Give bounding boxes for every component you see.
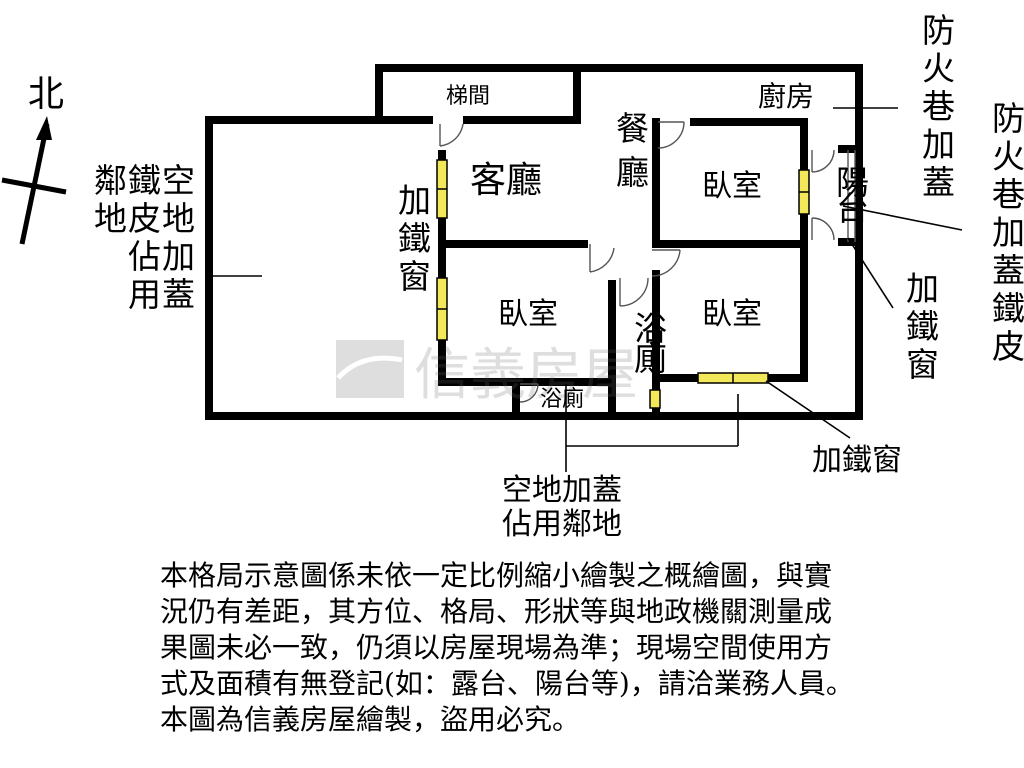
room-living: 客廳 xyxy=(470,160,542,201)
watermark: 信義房屋 xyxy=(336,340,638,408)
north-arrow-icon xyxy=(36,116,52,140)
room-bedroom-w: 臥室 xyxy=(498,297,558,332)
room-labels: 梯間 客廳 臥室 臥室 臥室 浴廁 廚房 xyxy=(446,80,814,412)
disclaimer-line: 果圖未必一致，仍須以房屋現場為準；現場空間使用方 xyxy=(160,631,833,664)
vertical-labels: 餐廳 陽台 浴廁 空地加蓋鐵皮佔用鄰地 加鐵窗 防火巷加蓋 防火巷加蓋鐵皮 加鐵… xyxy=(94,11,1024,384)
annotation-vacant-land-south-1: 空地加蓋 xyxy=(502,473,622,508)
floor-plan: 北 xyxy=(1,11,1024,542)
annotation-iron-window-right: 加鐵窗 xyxy=(906,269,939,384)
disclaimer-line: 式及面積有無登記(如：露台、陽台等)，請洽業務人員。 xyxy=(160,667,854,700)
disclaimer: 本格局示意圖係未依一定比例縮小繪製之概繪圖，與實 況仍有差距，其方位、格局、形狀… xyxy=(160,558,960,738)
annotation-iron-window-bottom: 加鐵窗 xyxy=(812,443,902,478)
disclaimer-line: 況仍有差距，其方位、格局、形狀等與地政機關測量成 xyxy=(160,595,833,628)
room-bath-south: 浴廁 xyxy=(540,387,584,412)
annotation-vacant-land-south-2: 佔用鄰地 xyxy=(502,507,622,542)
annotation-vacant-land-west: 空地加蓋鐵皮佔用鄰地 xyxy=(94,161,195,314)
leader-lines xyxy=(213,107,963,472)
room-bedroom-ne: 臥室 xyxy=(702,169,762,204)
watermark-brand: 信義房屋 xyxy=(414,343,638,408)
compass-crossbar xyxy=(1,177,67,195)
room-dining: 餐廳 xyxy=(616,109,649,192)
room-bath-center: 浴廁 xyxy=(634,309,667,378)
room-balcony: 陽台 xyxy=(836,163,869,228)
compass: 北 xyxy=(1,74,67,245)
annotation-iron-window-left: 加鐵窗 xyxy=(398,181,431,296)
annotation-fire-lane-cover-iron: 防火巷加蓋鐵皮 xyxy=(992,99,1024,366)
room-bedroom-se: 臥室 xyxy=(702,297,762,332)
window-bath xyxy=(649,389,661,409)
iron-windows xyxy=(436,159,810,409)
doors xyxy=(439,121,856,403)
north-label: 北 xyxy=(28,74,64,115)
disclaimer-line: 本圖為信義房屋繪製，盜用必究。 xyxy=(160,703,581,736)
walls xyxy=(205,64,863,420)
disclaimer-line: 本格局示意圖係未依一定比例縮小繪製之概繪圖，與實 xyxy=(160,559,833,592)
watermark-logo-icon xyxy=(336,340,369,398)
room-stair: 梯間 xyxy=(446,84,490,109)
annotation-fire-lane-cover: 防火巷加蓋 xyxy=(922,11,955,202)
room-kitchen: 廚房 xyxy=(758,80,814,113)
